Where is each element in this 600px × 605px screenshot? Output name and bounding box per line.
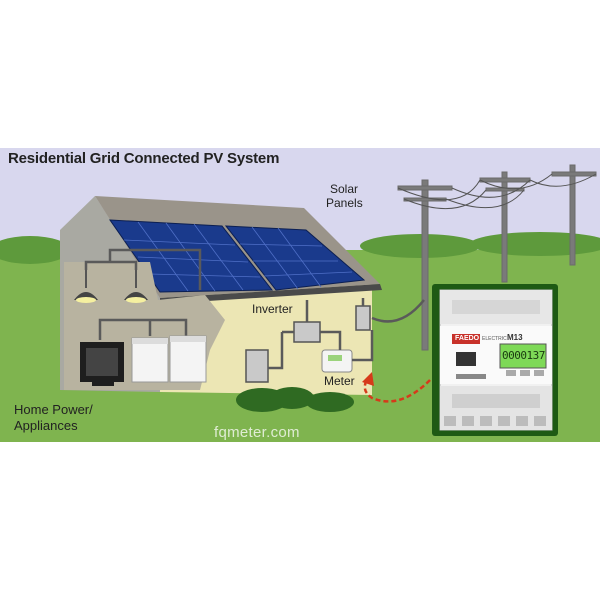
meter-display-value: 0000137 <box>502 349 545 362</box>
meter-label: Meter <box>324 374 355 388</box>
roof-edge <box>160 284 382 304</box>
solar-panels-label-line1: Solar <box>330 182 359 196</box>
meter-model: M13 <box>507 333 523 342</box>
meter-photo <box>432 284 558 436</box>
ceiling-lamps <box>74 262 148 303</box>
watermark-text: fqmeter.com <box>214 424 300 441</box>
washer-dryer <box>131 335 207 383</box>
wall-wiring <box>268 298 374 370</box>
solar-panels-label-line2: Panels <box>326 196 363 210</box>
meter-callout-arrowhead <box>362 372 374 386</box>
house-meter <box>321 349 353 373</box>
solar-panels-label: Solar Panels <box>326 182 363 210</box>
meter-brand: FAEDO <box>455 335 480 342</box>
shrubs <box>236 387 354 412</box>
interior-wiring <box>84 248 202 340</box>
tv-appliance <box>80 342 124 386</box>
disconnect-box <box>355 305 371 331</box>
diagram-title: Residential Grid Connected PV System <box>8 150 280 167</box>
meter-brand-sub: ELECTRIC <box>482 336 507 342</box>
inverter-box <box>293 321 321 343</box>
home-appliances-label: Home Power/ Appliances <box>14 402 93 434</box>
breaker-box <box>245 349 269 383</box>
home-label-line1: Home Power/ <box>14 402 93 417</box>
inverter-label: Inverter <box>252 302 293 316</box>
grid-connection-line <box>371 299 425 323</box>
home-label-line2: Appliances <box>14 418 78 433</box>
power-lines <box>397 173 597 210</box>
utility-poles <box>397 164 597 351</box>
meter-callout-arrow <box>363 377 431 403</box>
